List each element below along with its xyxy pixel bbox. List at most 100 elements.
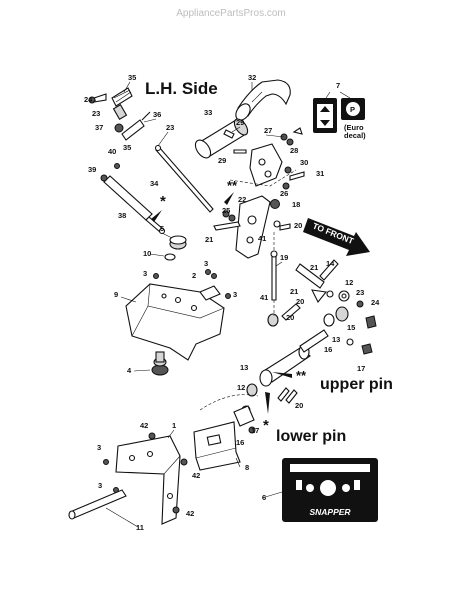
label-24-right: 24 bbox=[371, 298, 380, 307]
right-bushings bbox=[323, 290, 377, 355]
label-9: 9 bbox=[114, 290, 118, 299]
label-20-pin: 20 bbox=[295, 401, 303, 410]
label-29-low: 29 bbox=[218, 156, 226, 165]
decal-euro-note-2: decal) bbox=[344, 131, 366, 140]
label-10: 10 bbox=[143, 249, 151, 258]
label-3-d: 3 bbox=[97, 443, 101, 452]
part-6-decal-plate: SNAPPER bbox=[282, 458, 378, 522]
label-29-top: 29 bbox=[236, 118, 244, 127]
diagram-title: L.H. Side bbox=[145, 79, 218, 98]
label-25: 25 bbox=[222, 206, 230, 215]
label-21-c: 21 bbox=[290, 287, 298, 296]
label-21-b: 21 bbox=[310, 263, 318, 272]
label-14: 14 bbox=[326, 259, 335, 268]
label-41-low: 41 bbox=[260, 293, 268, 302]
label-37: 37 bbox=[95, 123, 103, 132]
spring-assembly-upper bbox=[88, 87, 151, 141]
parts-5-10 bbox=[164, 235, 187, 261]
part-26-bracket bbox=[229, 143, 297, 187]
label-36: 36 bbox=[153, 110, 161, 119]
arrow-lower-double bbox=[272, 372, 292, 378]
part-34-rod bbox=[154, 144, 214, 213]
label-42-top: 42 bbox=[140, 421, 148, 430]
part-9-plate bbox=[125, 283, 225, 361]
label-23-top: 23 bbox=[92, 109, 100, 118]
label-8: 8 bbox=[245, 463, 249, 472]
plate-brand: SNAPPER bbox=[309, 507, 351, 517]
label-32: 32 bbox=[248, 73, 256, 82]
label-23-mid: 23 bbox=[166, 123, 174, 132]
pins-27-29 bbox=[223, 127, 303, 154]
label-22: 22 bbox=[238, 195, 246, 204]
label-26: 26 bbox=[280, 189, 288, 198]
label-12-low: 12 bbox=[237, 383, 245, 392]
double-star-lower: ** bbox=[296, 368, 307, 383]
part-33-grip-sleeve bbox=[194, 118, 249, 159]
label-17-low: 17 bbox=[251, 426, 259, 435]
label-30: 30 bbox=[300, 158, 308, 167]
label-16-low: 16 bbox=[236, 438, 244, 447]
arrow-upper-single bbox=[151, 210, 162, 222]
label-42-low: 42 bbox=[186, 509, 194, 518]
label-7: 7 bbox=[336, 81, 340, 90]
double-star-upper: ** bbox=[227, 178, 238, 193]
label-3-e: 3 bbox=[98, 481, 102, 490]
part-2-clip bbox=[153, 269, 231, 301]
part-number-labels: 35 24 23 37 36 23 35 40 39 34 38 32 33 7… bbox=[84, 73, 380, 532]
part-20-link bbox=[267, 300, 301, 327]
label-24: 24 bbox=[84, 95, 93, 104]
label-23-right: 23 bbox=[356, 288, 364, 297]
label-1: 1 bbox=[172, 421, 176, 430]
decal-euro-note: (Euro bbox=[344, 123, 364, 132]
pin-bolts-20 bbox=[277, 387, 298, 404]
upper-pin-label: upper pin bbox=[320, 376, 393, 393]
part-4-knob bbox=[151, 351, 169, 376]
watermark-text: AppliancePartsPros.com bbox=[176, 8, 286, 19]
single-star-lower: * bbox=[263, 417, 269, 434]
parts-30-31 bbox=[282, 166, 305, 190]
part-32-handle-grip bbox=[235, 79, 291, 121]
label-35-top: 35 bbox=[128, 73, 136, 82]
part-22-pivot-plate bbox=[213, 195, 271, 259]
part-11-rod bbox=[68, 489, 127, 520]
label-28: 28 bbox=[290, 146, 298, 155]
part-18-nut bbox=[270, 199, 291, 231]
label-12-top: 12 bbox=[345, 278, 353, 287]
label-39: 39 bbox=[88, 165, 96, 174]
part-8-bracket bbox=[193, 421, 241, 471]
label-3-a: 3 bbox=[143, 269, 147, 278]
label-19: 19 bbox=[280, 253, 288, 262]
part-13-lever-arm bbox=[259, 329, 329, 387]
label-4: 4 bbox=[127, 366, 132, 375]
label-34: 34 bbox=[150, 179, 159, 188]
label-41-top: 41 bbox=[258, 234, 266, 243]
arrow-lower-single bbox=[265, 392, 270, 414]
label-27: 27 bbox=[264, 126, 272, 135]
label-13-low: 13 bbox=[240, 363, 248, 372]
svg-text:P: P bbox=[350, 105, 355, 114]
label-20-mid: 20 bbox=[296, 297, 304, 306]
label-33: 33 bbox=[204, 108, 212, 117]
arrow-upper-double bbox=[224, 192, 234, 205]
part-19-long-rod bbox=[270, 232, 278, 301]
lower-pin-label: lower pin bbox=[276, 428, 346, 445]
decal-7: P (Euro decal) bbox=[313, 91, 366, 140]
label-15: 15 bbox=[347, 323, 355, 332]
label-20-top: 20 bbox=[294, 221, 302, 230]
label-16-right: 16 bbox=[324, 345, 332, 354]
part-38-gas-spring bbox=[100, 163, 166, 235]
to-front-arrow: TO FRONT bbox=[303, 218, 370, 256]
label-21-a: 21 bbox=[205, 235, 213, 244]
lower-bushings bbox=[199, 383, 259, 434]
label-38: 38 bbox=[118, 211, 126, 220]
label-5: 5 bbox=[160, 224, 164, 233]
single-star-upper: * bbox=[160, 193, 166, 210]
part-14-linkage bbox=[295, 259, 339, 304]
label-3-b: 3 bbox=[204, 259, 208, 268]
label-3-c: 3 bbox=[233, 290, 237, 299]
label-13-right: 13 bbox=[332, 335, 340, 344]
leader-lines bbox=[92, 81, 285, 528]
part-1-bracket bbox=[103, 432, 188, 525]
label-2: 2 bbox=[192, 271, 196, 280]
